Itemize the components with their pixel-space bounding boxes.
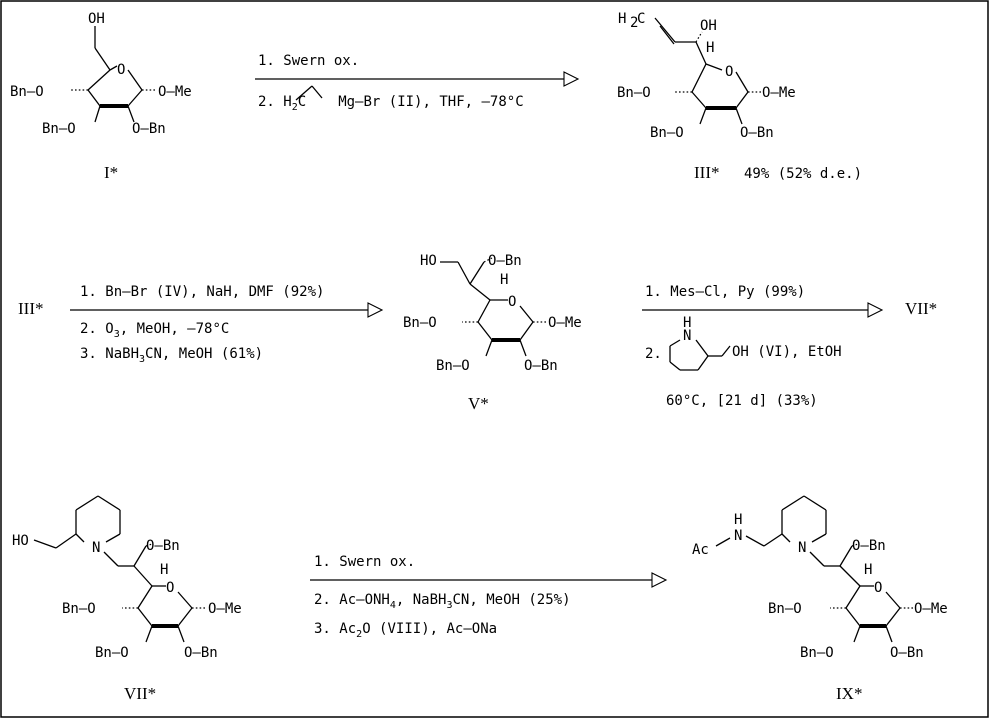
svg-text:N: N — [683, 328, 691, 344]
compound-label-IX: IX* — [836, 684, 862, 703]
ring-oxygen: O — [874, 580, 882, 596]
compound-label-III-start: III* — [18, 299, 43, 318]
compound-label-VII: VII* — [124, 684, 156, 703]
atom-label: Bn–O — [617, 85, 651, 101]
compound-label-VII-end: VII* — [905, 299, 937, 318]
compound-label-I: I* — [104, 163, 118, 182]
atom-label: O–Me — [208, 601, 242, 617]
reaction-arrow-1 — [255, 71, 580, 87]
atom-label: H — [706, 40, 714, 56]
reaction-arrow-4 — [310, 572, 668, 588]
atom-label: OH — [88, 11, 105, 27]
compound-VII-structure: HO N O–Bn H O O–Me Bn–O Bn–O O–Bn — [12, 495, 242, 661]
atom-label: Bn–O — [62, 601, 96, 617]
atom-label: Bn–O — [10, 84, 44, 100]
reagent-line: 1. Mes–Cl, Py (99%) — [645, 284, 805, 300]
reagent-line: 1. Bn–Br (IV), NaH, DMF (92%) — [80, 284, 324, 300]
atom-label: HO — [12, 533, 29, 549]
atom-label: Bn–O — [95, 645, 129, 661]
ring-oxygen: O — [117, 62, 125, 78]
atom-label: Bn–O — [650, 125, 684, 141]
reaction-arrow-3 — [642, 302, 884, 318]
reagent-line: OH (VI), EtOH — [732, 344, 842, 360]
compound-label-III: III* — [694, 163, 719, 182]
reagent-line: 1. Swern ox. — [314, 554, 415, 570]
reagent-line: 2. Ac–ONH4, NaBH3CN, MeOH (25%) — [314, 592, 571, 611]
reaction-arrow-2 — [70, 302, 384, 318]
reagent-line: 1. Swern ox. — [258, 53, 359, 69]
reagent-line: 2. — [645, 346, 662, 362]
atom-label: O–Bn — [524, 358, 558, 374]
atom-label: O–Bn — [146, 538, 180, 554]
atom-label: Bn–O — [768, 601, 802, 617]
atom-label: H — [734, 512, 742, 528]
piperidine-methanol-structure: H N — [669, 315, 731, 371]
atom-label: O–Bn — [890, 645, 924, 661]
compound-III-structure: H 2 C OH H O O–Me Bn–O Bn–O O–Bn — [617, 11, 796, 141]
atom-label: H — [500, 272, 508, 288]
compound-IX-structure: Ac H N N O–Bn H O O–Me Bn–O Bn–O O–Bn — [692, 495, 948, 661]
ring-oxygen: O — [508, 294, 516, 310]
atom-label: Bn–O — [403, 315, 437, 331]
ring-nitrogen: N — [92, 540, 100, 556]
reagent-line: 3. Ac2O (VIII), Ac–ONa — [314, 621, 497, 640]
atom-label: H — [160, 562, 168, 578]
atom-label: Ac — [692, 542, 709, 558]
ring-oxygen: O — [725, 64, 733, 80]
vinyl-bond — [311, 85, 323, 99]
atom-label: O–Bn — [184, 645, 218, 661]
compound-label-V: V* — [468, 394, 489, 413]
atom-label: N — [734, 528, 742, 544]
reagent-line: 3. NaBH3CN, MeOH (61%) — [80, 346, 263, 365]
compound-V-structure: HO O–Bn H O O–Me Bn–O Bn–O O–Bn — [403, 253, 582, 374]
atom-label: H — [864, 562, 872, 578]
ring-nitrogen: N — [798, 540, 806, 556]
atom-label: O–Me — [158, 84, 192, 100]
atom-label: O–Me — [548, 315, 582, 331]
compound-I-structure: OH O O–Me Bn–O Bn–O O–Bn — [10, 11, 192, 137]
yield-text: 49% (52% d.e.) — [744, 166, 862, 182]
atom-label: O–Me — [762, 85, 796, 101]
atom-label: OH — [700, 18, 717, 34]
reagent-line: 60°C, [21 d] (33%) — [666, 393, 818, 409]
svg-text:2: 2 — [630, 15, 638, 31]
atom-label: Bn–O — [436, 358, 470, 374]
atom-label: O–Me — [914, 601, 948, 617]
vinyl-bond — [295, 85, 313, 101]
atom-label: O–Bn — [740, 125, 774, 141]
atom-label: O–Bn — [132, 121, 166, 137]
atom-label: HO — [420, 253, 437, 269]
atom-label: H — [618, 11, 626, 27]
atom-label: C — [637, 11, 645, 27]
ring-oxygen: O — [166, 580, 174, 596]
reagent-line: 2. O3, MeOH, –78°C — [80, 321, 229, 340]
atom-label: Bn–O — [42, 121, 76, 137]
svg-text:H: H — [683, 315, 691, 331]
atom-label: O–Bn — [852, 538, 886, 554]
atom-label: O–Bn — [488, 253, 522, 269]
atom-label: Bn–O — [800, 645, 834, 661]
